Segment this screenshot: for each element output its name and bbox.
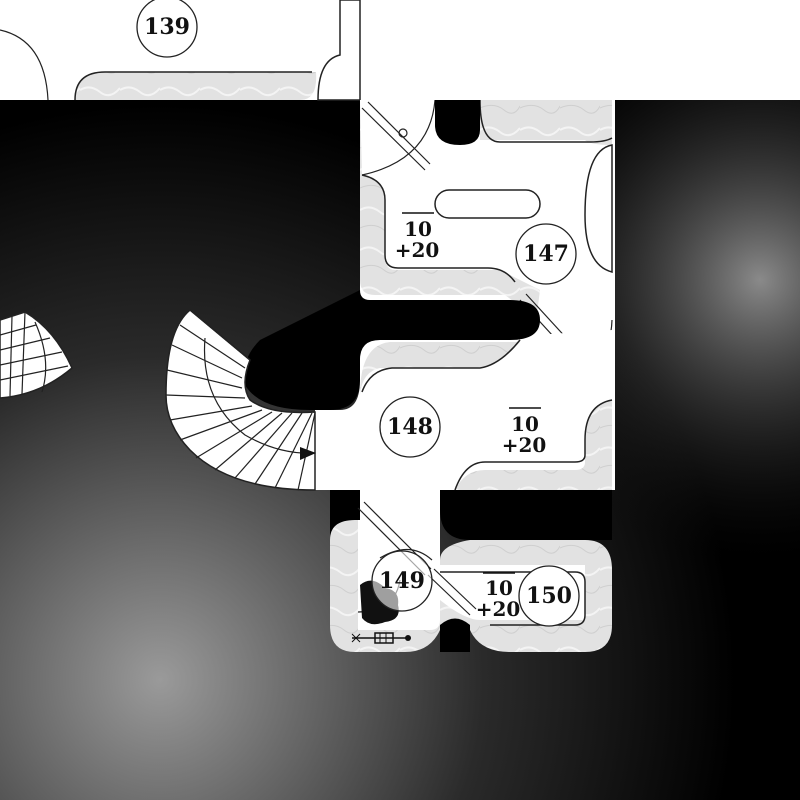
dark-block-right <box>440 490 612 540</box>
elevation-marker-b: 10 +20 <box>502 407 547 457</box>
stairs-left-icon <box>0 311 73 399</box>
room-marker-150[interactable]: 150 <box>518 565 580 627</box>
elevation-bottom: +20 <box>476 597 521 621</box>
room-marker-149[interactable]: 149 <box>371 550 433 612</box>
room-marker-148[interactable]: 148 <box>379 396 441 458</box>
room-number: 147 <box>523 241 569 267</box>
room-number: 139 <box>144 14 190 40</box>
room-148-area <box>315 330 613 491</box>
pillar <box>434 189 541 219</box>
elevation-top: 10 <box>511 412 539 436</box>
room-marker-139[interactable]: 139 <box>136 0 198 58</box>
dark-intrusion <box>244 290 540 410</box>
elevation-bottom: +20 <box>395 238 440 262</box>
stairs-icon <box>165 309 316 491</box>
skeleton-icon <box>351 632 411 644</box>
elevation-marker-c: 10 +20 <box>476 572 521 621</box>
dark-pillar-top <box>435 100 480 145</box>
room-marker-147[interactable]: 147 <box>515 223 577 285</box>
elevation-top: 10 <box>404 217 432 241</box>
elevation-marker-a: 10 +20 <box>395 212 440 262</box>
elevation-top: 10 <box>485 576 513 600</box>
elevation-bottom: +20 <box>502 433 547 457</box>
room-number: 148 <box>387 414 433 440</box>
room-number: 150 <box>526 583 572 609</box>
room-number: 149 <box>379 568 425 594</box>
